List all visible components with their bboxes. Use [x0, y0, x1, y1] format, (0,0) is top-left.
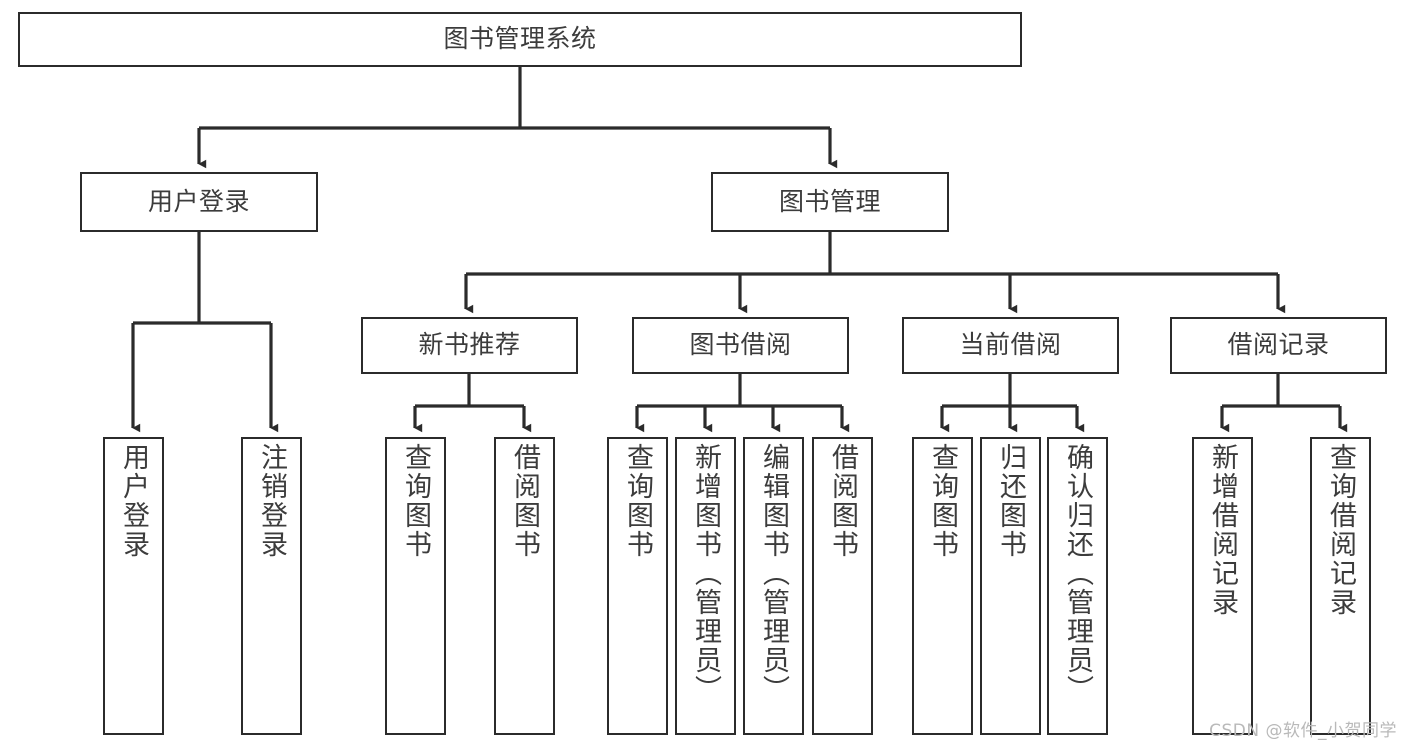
- node-label: 查询借阅记录: [1325, 443, 1356, 617]
- leaf-user-login[interactable]: 用户登录: [103, 437, 164, 735]
- node-root-book-management-system[interactable]: 图书管理系统: [18, 12, 1022, 67]
- node-label: 图书管理系统: [443, 24, 597, 54]
- node-label: 查询图书: [622, 443, 653, 559]
- leaf-query-book-recommend[interactable]: 查询图书: [385, 437, 446, 735]
- leaf-borrow-book-recommend[interactable]: 借阅图书: [494, 437, 555, 735]
- leaf-return-book[interactable]: 归还图书: [980, 437, 1041, 735]
- node-label: 新增借阅记录: [1207, 443, 1238, 617]
- node-label: 借阅图书: [509, 443, 540, 559]
- node-label: 用户登录: [147, 186, 250, 216]
- watermark-credit: CSDN @软件_小贺同学: [1209, 721, 1397, 741]
- node-label: 编辑图书（管理员）: [758, 443, 789, 704]
- node-label: 新增图书（管理员）: [690, 443, 721, 704]
- leaf-add-borrow-record[interactable]: 新增借阅记录: [1192, 437, 1253, 735]
- node-current-borrow[interactable]: 当前借阅: [902, 317, 1119, 374]
- node-label: 借阅记录: [1227, 330, 1330, 360]
- node-book-management[interactable]: 图书管理: [711, 172, 949, 232]
- node-label: 查询图书: [400, 443, 431, 559]
- node-user-login[interactable]: 用户登录: [80, 172, 318, 232]
- node-borrow-record[interactable]: 借阅记录: [1170, 317, 1387, 374]
- node-book-borrow[interactable]: 图书借阅: [632, 317, 849, 374]
- node-label: 注销登录: [256, 443, 287, 559]
- leaf-confirm-return-admin[interactable]: 确认归还（管理员）: [1047, 437, 1108, 735]
- node-label: 用户登录: [118, 443, 149, 559]
- leaf-query-book-borrow[interactable]: 查询图书: [607, 437, 668, 735]
- leaf-edit-book-admin[interactable]: 编辑图书（管理员）: [743, 437, 804, 735]
- node-label: 确认归还（管理员）: [1062, 443, 1093, 704]
- node-label: 借阅图书: [827, 443, 858, 559]
- leaf-query-borrow-record[interactable]: 查询借阅记录: [1310, 437, 1371, 735]
- leaf-borrow-book[interactable]: 借阅图书: [812, 437, 873, 735]
- node-label: 归还图书: [995, 443, 1026, 559]
- node-new-book-recommend[interactable]: 新书推荐: [361, 317, 578, 374]
- leaf-query-book-current[interactable]: 查询图书: [912, 437, 973, 735]
- node-label: 新书推荐: [418, 330, 521, 360]
- node-label: 当前借阅: [959, 330, 1062, 360]
- node-label: 查询图书: [927, 443, 958, 559]
- node-label: 图书借阅: [689, 330, 792, 360]
- leaf-logout[interactable]: 注销登录: [241, 437, 302, 735]
- leaf-add-book-admin[interactable]: 新增图书（管理员）: [675, 437, 736, 735]
- node-label: 图书管理: [778, 186, 881, 216]
